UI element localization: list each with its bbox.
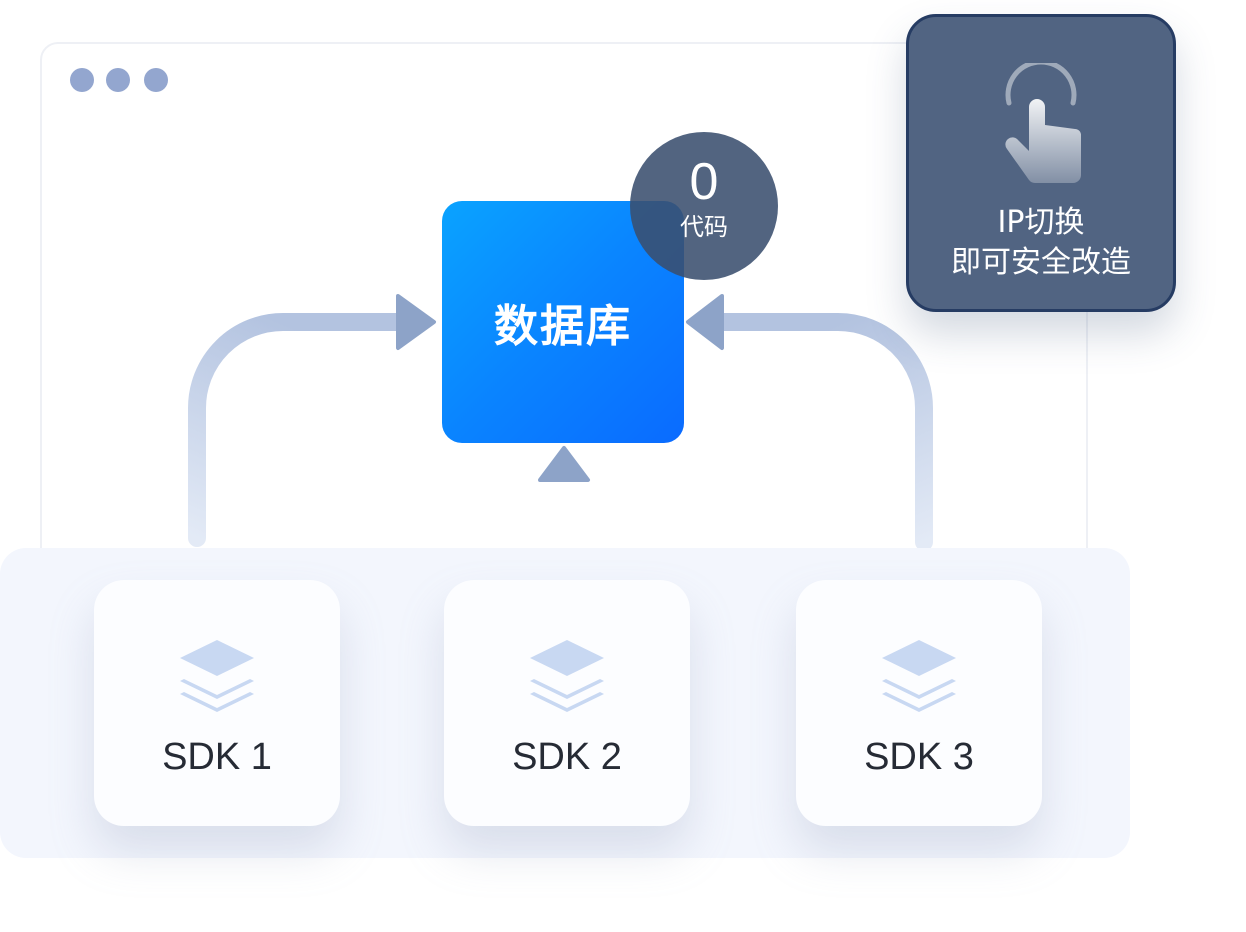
layers-icon bbox=[530, 640, 604, 712]
window-dot-icon bbox=[144, 68, 168, 92]
arrow-path-right bbox=[713, 313, 933, 551]
badge-caption: 代码 bbox=[680, 213, 728, 241]
layers-icon bbox=[180, 640, 254, 712]
tap-hand-icon bbox=[1005, 63, 1081, 183]
zero-code-badge: 0 代码 bbox=[630, 132, 778, 280]
ip-switch-card: IP切换 即可安全改造 bbox=[906, 14, 1176, 312]
sdk-label: SDK 3 bbox=[864, 736, 974, 778]
badge-value: 0 bbox=[689, 153, 719, 211]
sdk-label: SDK 2 bbox=[512, 736, 622, 778]
window-dot-icon bbox=[106, 68, 130, 92]
sdk-label: SDK 1 bbox=[162, 736, 272, 778]
arrow-path-left bbox=[188, 313, 411, 547]
layers-icon bbox=[882, 640, 956, 712]
sdk-card-1: SDK 1 bbox=[94, 580, 340, 826]
sdk-card-3: SDK 3 bbox=[796, 580, 1042, 826]
ip-card-line-2: 即可安全改造 bbox=[951, 245, 1131, 280]
sdk-card-2: SDK 2 bbox=[444, 580, 690, 826]
database-label: 数据库 bbox=[494, 301, 632, 352]
arrow-head-right bbox=[686, 294, 724, 350]
arrow-head-middle bbox=[538, 446, 590, 482]
arrow-head-left bbox=[396, 294, 436, 350]
ip-card-line-1: IP切换 bbox=[997, 205, 1085, 240]
window-dot-icon bbox=[70, 68, 94, 92]
